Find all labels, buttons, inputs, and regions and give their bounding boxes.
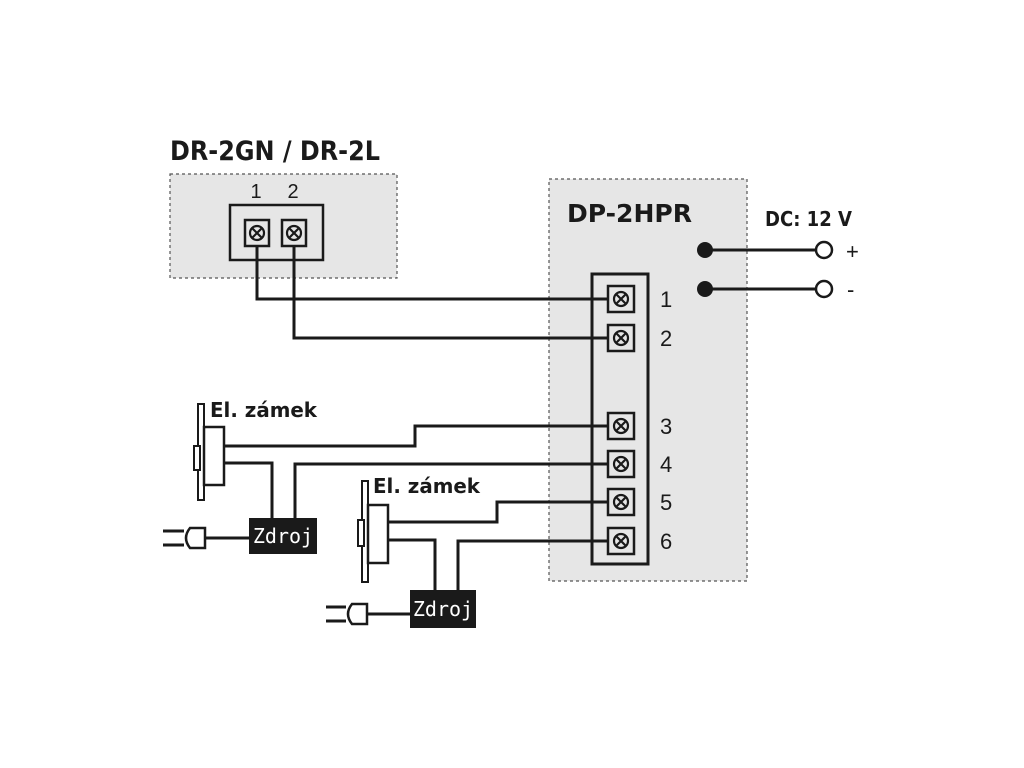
doorbell-unit-title: DR-2GN / DR-2L — [170, 136, 380, 167]
wire-terminal-5 — [388, 500, 608, 524]
main-terminal-4-label: 4 — [660, 452, 672, 477]
power-input-label: DC: 12 V — [765, 207, 852, 231]
main-terminal-3-label: 3 — [660, 414, 672, 439]
main-terminal-2-label: 2 — [660, 326, 672, 351]
lock-1-psu — [249, 518, 317, 554]
lock-1-icon — [193, 403, 226, 501]
plug-2-icon — [326, 602, 369, 626]
main-terminal-4 — [606, 449, 636, 479]
main-terminal-6 — [606, 526, 636, 556]
lock-2-label: El. zámek — [373, 474, 481, 498]
main-terminal-1 — [606, 284, 636, 314]
doorbell-terminal-2-label: 2 — [287, 181, 298, 203]
power-plus-node — [697, 242, 713, 258]
doorbell-terminal-1-label: 1 — [250, 181, 261, 203]
main-terminal-5 — [606, 487, 636, 517]
power-minus-node — [697, 281, 713, 297]
doorbell-terminal-2 — [280, 218, 308, 248]
main-terminal-2 — [606, 323, 636, 353]
main-unit-title: DP-2HPR — [567, 199, 692, 228]
power-plus-terminal — [814, 240, 834, 260]
lock-1-label: El. zámek — [210, 398, 318, 422]
lock-1-psu-label: Zdroj — [253, 524, 313, 548]
main-terminal-3 — [606, 411, 636, 441]
main-terminal-5-label: 5 — [660, 490, 672, 515]
wire-terminal-4 — [293, 462, 608, 522]
main-terminal-1-label: 1 — [660, 287, 672, 312]
power-minus-terminal — [814, 279, 834, 299]
wire-terminal-6 — [456, 539, 608, 593]
lock-2-to-psu-wire — [388, 538, 437, 593]
doorbell-terminal-1 — [243, 218, 271, 248]
lock-1-to-psu-wire — [224, 461, 274, 522]
wire-terminal-1 — [255, 246, 608, 301]
wire-terminal-3 — [224, 424, 608, 448]
power-minus-label: - — [847, 277, 854, 302]
lock-2-psu-label: Zdroj — [413, 597, 473, 621]
plug-1-icon — [163, 526, 207, 550]
wire-terminal-2 — [292, 246, 608, 340]
lock-2-icon — [357, 480, 390, 583]
power-plus-label: + — [846, 239, 859, 264]
lock-2-psu — [410, 590, 476, 628]
main-terminal-6-label: 6 — [660, 529, 672, 554]
